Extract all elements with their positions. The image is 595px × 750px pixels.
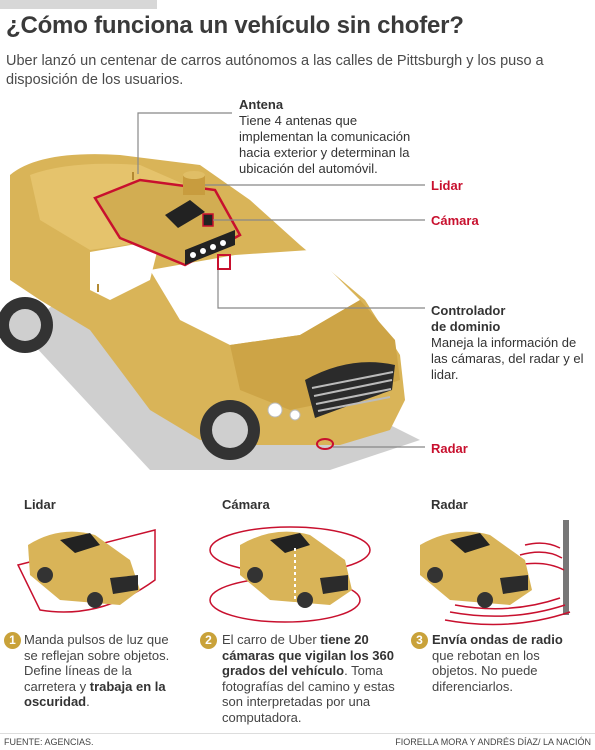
panel-lidar-caption: Manda pulsos de luz que se reflejan sobr…: [24, 632, 184, 710]
step-2-badge: 2: [200, 632, 217, 649]
header-bar: [0, 0, 157, 9]
footer-credit: FIORELLA MORA Y ANDRÉS DÍAZ/ LA NACIÓN: [395, 737, 591, 747]
camara-small-car: [209, 526, 371, 623]
caption-bold: tiene 20 cámaras que vigilan los 360 gra…: [222, 632, 394, 678]
radar-small-car: [420, 520, 571, 626]
page-title: ¿Cómo funciona un vehículo sin chofer?: [6, 12, 464, 39]
panel-radar-caption: Envía ondas de radio que rebotan en los …: [432, 632, 582, 694]
panel-radar-heading: Radar: [431, 497, 468, 512]
caption-text: .: [86, 694, 90, 709]
callout-controlador-title-1: Controlador: [431, 303, 506, 318]
caption-text: . Toma fotografías del camino y estas so…: [222, 663, 395, 725]
callout-controlador-title-2: de dominio: [431, 319, 501, 334]
caption-bold: trabaja en la oscuridad: [24, 678, 166, 710]
caption-text: Manda pulsos de luz que se reflejan sobr…: [24, 632, 170, 694]
panel-lidar-heading: Lidar: [24, 497, 56, 512]
callout-camara-title: Cámara: [431, 213, 479, 228]
step-3-badge: 3: [411, 632, 428, 649]
callout-controlador: Controlador de dominio Maneja la informa…: [431, 303, 591, 383]
callout-antena: Antena Tiene 4 antenas que implementan l…: [239, 97, 434, 177]
footer-divider: [0, 733, 595, 734]
lidar-small-car: [16, 529, 156, 613]
footer-source: FUENTE: AGENCIAS.: [4, 737, 94, 747]
callout-controlador-body: Maneja la información de las cámaras, de…: [431, 335, 584, 382]
page-subtitle: Uber lanzó un centenar de carros autónom…: [6, 53, 544, 88]
callout-lidar-title: Lidar: [431, 178, 463, 193]
caption-text: El carro de Uber: [222, 632, 321, 647]
caption-text: que rebotan en los objetos. No puede dif…: [432, 647, 540, 694]
callout-antena-body: Tiene 4 antenas que implementan la comun…: [239, 113, 411, 176]
panel-camara-caption: El carro de Uber tiene 20 cámaras que vi…: [222, 632, 400, 725]
callout-antena-title: Antena: [239, 97, 284, 112]
panel-camara-heading: Cámara: [222, 497, 270, 512]
caption-bold: Envía ondas de radio: [432, 632, 563, 647]
callout-radar-title: Radar: [431, 441, 468, 456]
step-1-badge: 1: [4, 632, 21, 649]
